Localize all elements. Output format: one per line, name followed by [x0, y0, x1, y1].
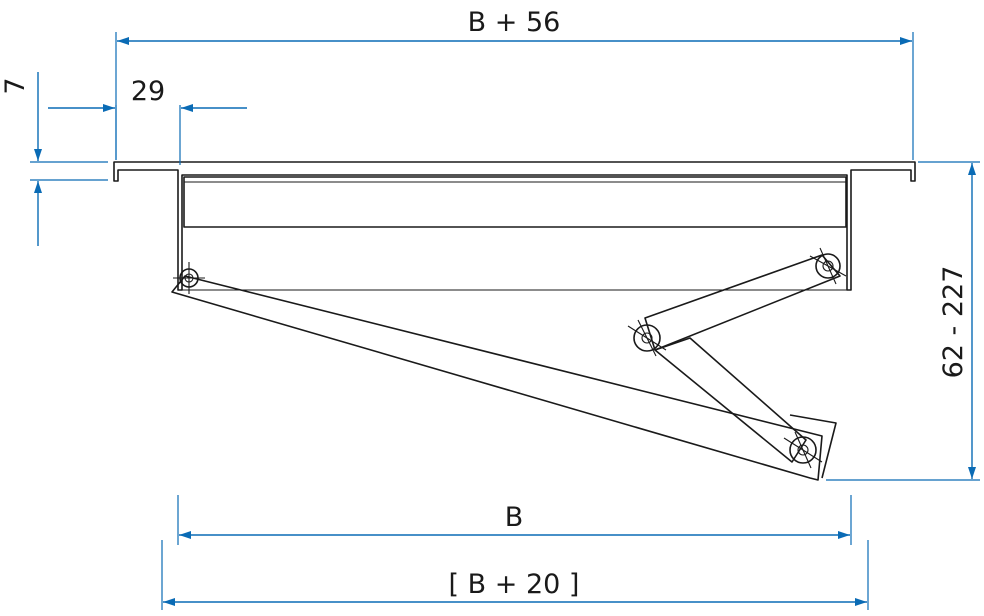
- long-arm-end: [789, 414, 837, 479]
- pivot-lower-right: [783, 431, 823, 469]
- dimension-flange-thickness: 7: [0, 72, 108, 246]
- upper-link-arm: [644, 254, 841, 351]
- dimension-flange-offset: 29: [48, 76, 247, 165]
- lid-panel: [183, 176, 847, 228]
- hatch-frame: [113, 161, 916, 291]
- dimension-outer-width: [ B + 20 ]: [161, 540, 869, 610]
- diagonal-link-arm: [654, 337, 807, 463]
- dimension-overall-width-label: B + 56: [468, 7, 561, 38]
- hinge-mechanism: [171, 254, 841, 481]
- dimension-height-range: 62 - 227: [826, 161, 980, 481]
- dimension-width-label: B: [505, 502, 524, 533]
- long-arm: [171, 275, 823, 481]
- pivot-points: [173, 247, 847, 469]
- top-flange: [113, 161, 916, 291]
- pivot-middle: [627, 319, 667, 357]
- dimension-outer-width-label: [ B + 20 ]: [449, 569, 580, 600]
- dimension-flange-thickness-label: 7: [0, 77, 31, 94]
- dimension-overall-width: B + 56: [115, 7, 914, 160]
- dimension-flange-offset-label: 29: [131, 76, 165, 107]
- pivot-upper-right: [809, 247, 847, 285]
- dimension-width: B: [177, 495, 852, 545]
- dimension-height-range-label: 62 - 227: [938, 266, 969, 379]
- pivot-left: [173, 262, 205, 294]
